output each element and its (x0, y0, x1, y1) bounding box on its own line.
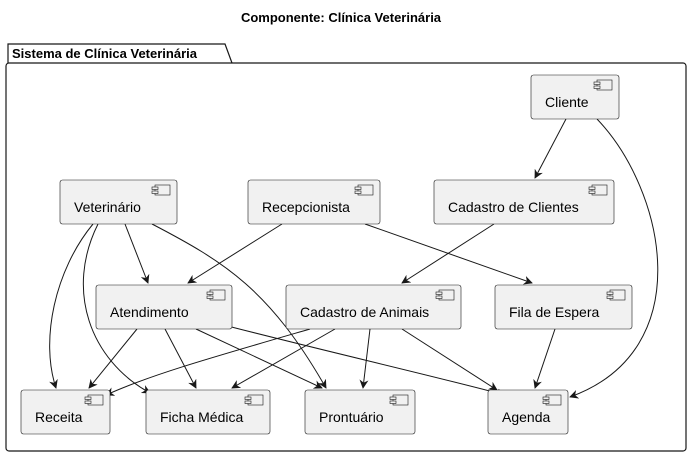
component-box (433, 179, 615, 225)
connections-layer (49, 118, 659, 399)
connector-veterinario-to-receita (49, 223, 94, 389)
component-ficha-medica: Ficha Médica (145, 389, 271, 435)
connector-atendimento-to-ficha-medica (164, 328, 197, 389)
component-icon (389, 394, 409, 406)
component-box (59, 179, 178, 225)
connector-atendimento-to-agenda (211, 321, 506, 398)
component-box (145, 389, 271, 435)
diagram-title: Componente: Clínica Veterinária (241, 10, 442, 25)
component-label: Fila de Espera (509, 304, 599, 320)
component-cadastro-animais: Cadastro de Animais (285, 284, 462, 330)
component-icon (606, 289, 626, 301)
component-box (95, 284, 233, 330)
component-label: Cadastro de Animais (300, 304, 429, 320)
component-cadastro-clientes: Cadastro de Clientes (433, 179, 615, 225)
connector-atendimento-to-receita (88, 328, 138, 389)
component-icon (244, 394, 264, 406)
package-frame: Sistema de Clínica Veterinária (5, 43, 687, 452)
component-label: Cadastro de Clientes (448, 199, 579, 215)
component-label: Ficha Médica (160, 409, 243, 425)
connector-fila-espera-to-agenda (533, 328, 556, 389)
component-box (304, 389, 416, 435)
component-veterinario: Veterinário (59, 179, 178, 225)
connector-cadastro-animais-to-receita (105, 328, 311, 396)
connector-cadastro-animais-to-agenda (401, 328, 498, 391)
connector-veterinario-to-ficha-medica (82, 223, 151, 394)
connector-atendimento-to-prontuario (195, 328, 323, 389)
component-recepcionista: Recepcionista (247, 179, 381, 225)
component-box (494, 284, 633, 330)
connector-cadastro-animais-to-prontuario (359, 328, 371, 389)
component-cliente: Cliente (530, 74, 620, 120)
connector-veterinario-to-atendimento (124, 223, 150, 284)
component-prontuario: Prontuário (304, 389, 416, 435)
component-box (285, 284, 462, 330)
component-icon (84, 394, 104, 406)
connector-recepcionista-to-atendimento (187, 223, 283, 284)
component-icon (354, 184, 374, 196)
connector-cadastro-clientes-to-cadastro-animais (401, 223, 495, 284)
component-label: Prontuário (319, 409, 384, 425)
component-icon (542, 394, 562, 406)
connector-cliente-to-agenda (569, 118, 659, 399)
component-label: Receita (35, 409, 83, 425)
connector-cliente-to-cadastro-clientes (534, 118, 567, 179)
connector-veterinario-to-prontuario (151, 223, 327, 389)
component-icon (588, 184, 608, 196)
component-icon (435, 289, 455, 301)
component-icon (206, 289, 226, 301)
connector-cadastro-animais-to-ficha-medica (231, 328, 336, 389)
component-receita: Receita (20, 389, 111, 435)
component-box (247, 179, 381, 225)
component-label: Recepcionista (262, 199, 350, 215)
component-label: Atendimento (110, 304, 189, 320)
component-atendimento: Atendimento (95, 284, 233, 330)
component-label: Agenda (502, 409, 550, 425)
component-agenda: Agenda (487, 389, 569, 435)
package-label: Sistema de Clínica Veterinária (12, 46, 198, 61)
component-icon (593, 79, 613, 91)
component-fila-espera: Fila de Espera (494, 284, 633, 330)
component-label: Veterinário (74, 199, 141, 215)
component-label: Cliente (545, 94, 589, 110)
component-icon (151, 184, 171, 196)
